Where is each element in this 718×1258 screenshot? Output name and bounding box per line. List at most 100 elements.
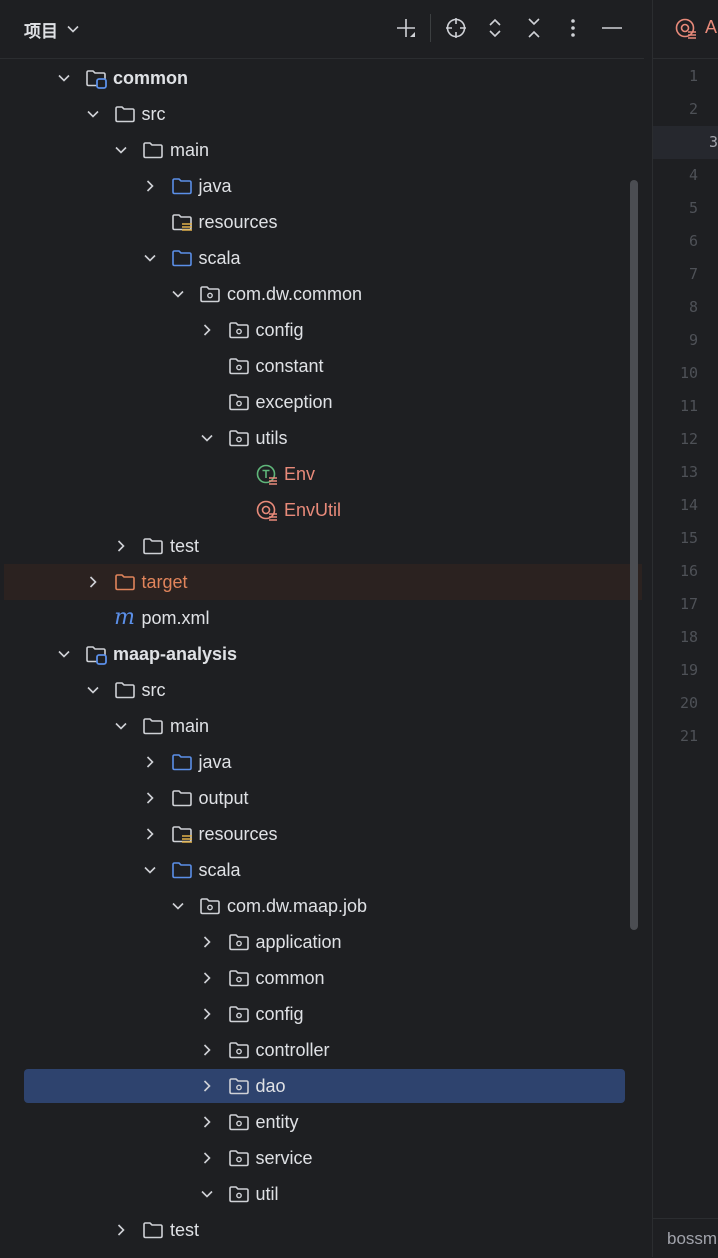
line-number: 5 <box>688 199 698 217</box>
tree-row[interactable]: entity <box>0 1104 644 1140</box>
chevron-down-icon[interactable] <box>198 429 216 447</box>
project-header: 项目 <box>0 0 644 59</box>
project-view-selector[interactable]: 项目 <box>24 16 80 42</box>
chevron-right-icon[interactable] <box>198 1077 216 1095</box>
tree-row[interactable]: com.dw.maap.job <box>0 888 644 924</box>
tree-row[interactable]: resources <box>0 204 644 240</box>
tree-row[interactable]: main <box>0 708 644 744</box>
tree-row[interactable]: com.dw.common <box>0 276 644 312</box>
source-folder-icon <box>171 751 193 773</box>
tree-row[interactable]: config <box>0 312 644 348</box>
chevron-down-icon[interactable] <box>198 1185 216 1203</box>
collapse-all-button[interactable] <box>520 14 548 42</box>
tree-row[interactable]: controller <box>0 1032 644 1068</box>
chevron-down-icon[interactable] <box>169 897 187 915</box>
tree-row[interactable]: main <box>0 132 644 168</box>
tree-row[interactable]: test <box>0 1212 644 1248</box>
tree-row[interactable]: service <box>0 1140 644 1176</box>
tree-item-label: utils <box>255 428 288 448</box>
tree-item-label: EnvUtil <box>284 500 342 520</box>
tree-row[interactable]: output <box>0 780 644 816</box>
chevron-right-icon[interactable] <box>141 753 159 771</box>
chevron-down-icon[interactable] <box>55 645 73 663</box>
chevron-down-icon[interactable] <box>141 861 159 879</box>
tree-item-label: common <box>255 968 325 988</box>
tree-row[interactable]: test <box>0 528 644 564</box>
expand-all-button[interactable] <box>481 14 509 42</box>
line-number: 19 <box>679 661 698 679</box>
selection-highlight <box>24 1069 625 1103</box>
tree-row[interactable]: src <box>0 96 644 132</box>
chevron-right-icon[interactable] <box>198 1005 216 1023</box>
row-highlight <box>4 564 642 600</box>
chevron-down-icon[interactable] <box>112 717 130 735</box>
tree-row[interactable]: java <box>0 744 644 780</box>
chevron-right-icon[interactable] <box>198 1149 216 1167</box>
new-file-button[interactable] <box>392 14 420 42</box>
tree-row[interactable]: application <box>0 924 644 960</box>
chevron-down-icon[interactable] <box>84 681 102 699</box>
tree-item-label: common <box>113 68 189 88</box>
line-number: 20 <box>679 694 698 712</box>
locate-file-button[interactable] <box>442 14 470 42</box>
chevron-right-icon[interactable] <box>84 573 102 591</box>
tree-item-label: constant <box>255 356 324 376</box>
tree-row[interactable]: config <box>0 996 644 1032</box>
chevron-right-icon[interactable] <box>198 1041 216 1059</box>
hide-panel-button[interactable] <box>598 14 626 42</box>
package-icon <box>228 1147 250 1169</box>
tree-row[interactable]: resources <box>0 816 644 852</box>
chevron-right-icon[interactable] <box>112 1221 130 1239</box>
tree-item-label: service <box>255 1148 313 1168</box>
tree-item-label: java <box>198 176 232 196</box>
chevron-right-icon[interactable] <box>141 789 159 807</box>
tree-row[interactable]: java <box>0 168 644 204</box>
tree-scrollbar[interactable] <box>630 180 638 930</box>
chevron-down-icon[interactable] <box>141 249 159 267</box>
package-icon <box>228 319 250 341</box>
tree-row[interactable]: common <box>0 960 644 996</box>
chevron-down-icon[interactable] <box>84 105 102 123</box>
chevron-right-icon[interactable] <box>141 825 159 843</box>
tree-row[interactable]: Env <box>0 456 644 492</box>
chevron-down-icon[interactable] <box>112 141 130 159</box>
chevron-down-icon[interactable] <box>55 69 73 87</box>
tree-row[interactable]: common <box>0 60 644 96</box>
object-icon <box>256 499 278 521</box>
chevron-right-icon[interactable] <box>198 1113 216 1131</box>
tree-row[interactable]: scala <box>0 240 644 276</box>
tree-item-label: com.dw.maap.job <box>227 896 368 916</box>
editor-tab[interactable]: A <box>653 0 718 59</box>
tree-row[interactable]: scala <box>0 852 644 888</box>
chevron-right-icon[interactable] <box>141 177 159 195</box>
tree-item-label: src <box>141 680 166 700</box>
tree-row[interactable]: EnvUtil <box>0 492 644 528</box>
project-title: 项目 <box>24 21 58 41</box>
module-folder-icon <box>85 67 107 89</box>
chevron-right-icon[interactable] <box>112 537 130 555</box>
tree-row[interactable]: src <box>0 672 644 708</box>
tree-row[interactable]: maap-analysis <box>0 636 644 672</box>
tree-item-label: main <box>170 140 210 160</box>
source-folder-icon <box>171 859 193 881</box>
more-options-button[interactable] <box>559 14 587 42</box>
tree-item-label: test <box>170 1220 200 1240</box>
chevron-down-icon[interactable] <box>169 285 187 303</box>
tree-row[interactable]: utils <box>0 420 644 456</box>
chevron-right-icon[interactable] <box>198 321 216 339</box>
status-bar: bossm <box>653 1218 718 1258</box>
line-number: 9 <box>688 331 698 349</box>
tree-row[interactable]: constant <box>0 348 644 384</box>
tree-row[interactable]: dao <box>0 1068 644 1104</box>
status-text: bossm <box>667 1229 718 1248</box>
tree-row[interactable]: util <box>0 1176 644 1212</box>
chevron-right-icon[interactable] <box>198 933 216 951</box>
line-number: 10 <box>679 364 698 382</box>
chevron-right-icon[interactable] <box>198 969 216 987</box>
line-number: 15 <box>679 529 698 547</box>
line-number: 7 <box>688 265 698 283</box>
tree-row[interactable]: exception <box>0 384 644 420</box>
tree-row[interactable]: target <box>0 564 644 600</box>
